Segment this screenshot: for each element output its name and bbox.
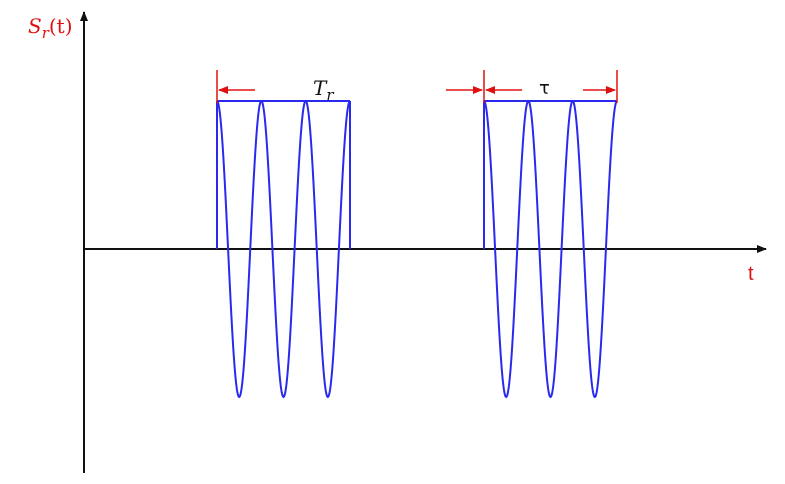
period-label: Tr	[313, 76, 334, 104]
width-annotation	[446, 70, 618, 103]
period-annotation	[216, 70, 255, 103]
pulse-2-waveform	[483, 99, 618, 399]
x-axis-label: t	[748, 263, 754, 285]
pulse-1	[216, 99, 351, 399]
pulse-1-waveform	[216, 99, 351, 399]
y-axis-label: Sr(t)	[28, 14, 73, 42]
pulse-2	[483, 99, 618, 399]
width-label: τ	[539, 78, 550, 99]
